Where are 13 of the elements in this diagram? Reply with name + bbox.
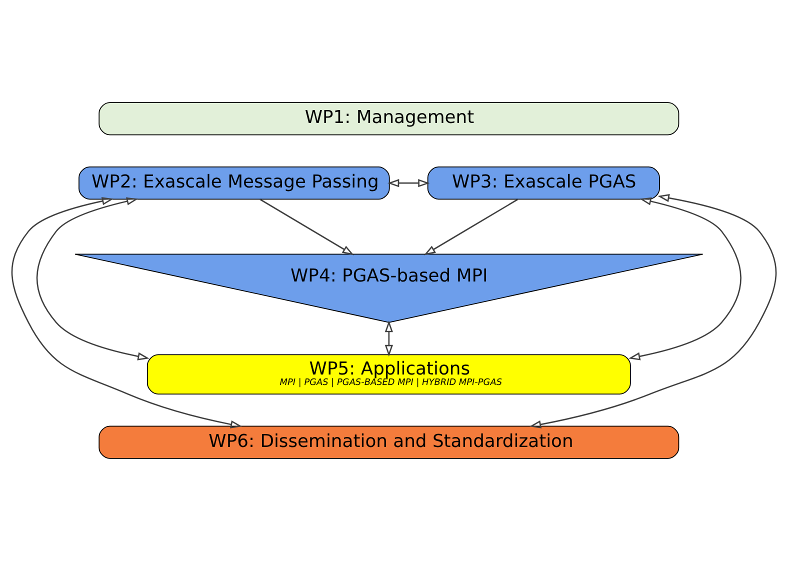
arrow — [424, 198, 518, 256]
arrow — [529, 194, 777, 428]
arrow — [388, 179, 430, 188]
arrow — [628, 197, 742, 360]
node-box: WP1: Management — [98, 102, 680, 136]
arrow — [36, 197, 150, 360]
node-box: WP5: Applications MPI | PGAS | PGAS-BASED MPI | HYBRID MPI-PGAS — [146, 354, 631, 394]
node-box: WP6: Dissemination and Standardization — [98, 426, 680, 459]
node-box: WP2: Exascale Message Passing — [78, 166, 390, 200]
node-box: WP3: Exascale PGAS — [427, 166, 660, 200]
arrow — [384, 320, 393, 357]
arrow — [260, 198, 354, 256]
arrow — [11, 197, 242, 428]
